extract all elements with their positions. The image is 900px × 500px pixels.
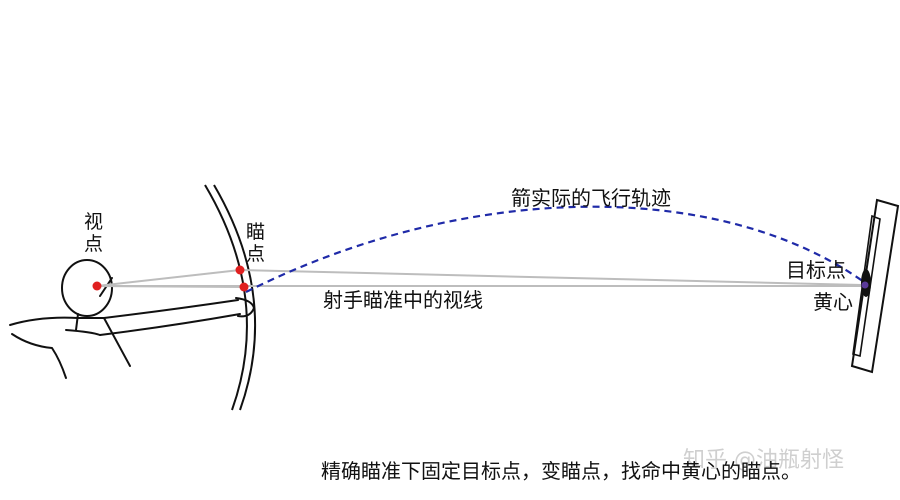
aim-point-label: 瞄 点: [246, 221, 271, 265]
eye-point-label-line1: 视: [84, 211, 103, 233]
sight-line-label: 射手瞄准中的视线: [323, 288, 483, 312]
eye-point-label-line2: 点: [84, 233, 103, 255]
archer-shoulder: [9, 316, 105, 326]
arrow-rest-marker: [239, 282, 249, 292]
bow: [204, 184, 257, 411]
bow-limb-inner: [213, 184, 257, 411]
eye-point-label: 视 点: [84, 211, 109, 255]
archer-chest: [65, 329, 101, 336]
aim-point-label-line2: 点: [246, 243, 265, 265]
arrow-trajectory: [245, 205, 865, 293]
caption: 精确瞄准下固定目标点，变瞄点，找命中黄心的瞄点。: [321, 459, 801, 483]
archer-front-arm-bottom: [99, 313, 241, 336]
archer-front-arm-top: [103, 299, 239, 319]
archer-neck: [75, 313, 79, 331]
archer-head: [61, 259, 113, 317]
archer-back: [11, 333, 67, 379]
archer-figure: [9, 259, 255, 379]
target-inner-edge: [852, 214, 881, 358]
bow-limb-outer: [204, 184, 248, 411]
aim-point-marker: [235, 265, 245, 275]
draw-arm: [103, 317, 131, 367]
sight-line-rest: [96, 285, 245, 288]
aim-point-label-line1: 瞄: [246, 221, 265, 243]
watermark: 知乎 @油瓶射怪: [683, 448, 844, 473]
sight-lines: [96, 269, 863, 288]
target-board: [850, 198, 900, 374]
sight-line-aim: [96, 269, 241, 287]
eye-point-marker: [92, 281, 102, 291]
trajectory-label: 箭实际的飞行轨迹: [511, 186, 671, 210]
bullseye-marker: [861, 281, 869, 289]
target-point-label: 目标点: [786, 258, 846, 282]
bullseye-label: 黄心: [813, 290, 853, 314]
sight-line-aim-to-target: [239, 269, 863, 286]
